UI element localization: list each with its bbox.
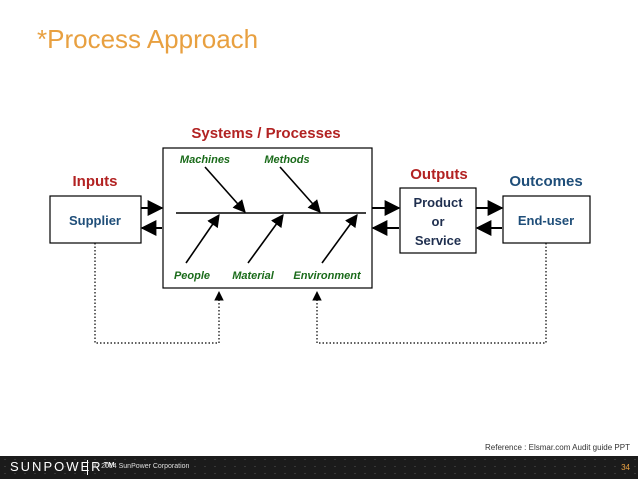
systems-processes-label: Systems / Processes (191, 125, 340, 142)
outcomes-label: Outcomes (509, 173, 582, 190)
cause-environment: Environment (293, 270, 362, 282)
bone-people (185, 213, 220, 264)
slide-title: *Process Approach (37, 24, 259, 54)
cause-material: Material (232, 270, 275, 282)
supplier-text: Supplier (69, 213, 121, 228)
reference-note: Reference : Elsmar.com Audit guide PPT (485, 443, 630, 452)
sunpower-logo: SUNPOWER™ (10, 459, 118, 474)
product-service-box (399, 187, 477, 254)
service-text: Service (415, 233, 461, 248)
page-number: 34 (621, 463, 630, 472)
footer-bar: SUNPOWER™ © 2014 SunPower Corporation 34 (0, 456, 638, 479)
supplier-box (49, 195, 142, 244)
product-text: Product (413, 195, 463, 210)
end-user-text: End-user (518, 213, 574, 228)
or-text: or (432, 214, 445, 229)
feedback-loop-right (312, 243, 547, 344)
bone-methods (279, 166, 321, 213)
cause-methods: Methods (264, 154, 309, 166)
feedback-loop-left (94, 243, 224, 344)
bone-machines (204, 166, 246, 213)
bone-material (247, 213, 284, 264)
footer-divider (87, 460, 88, 475)
inputs-label: Inputs (73, 173, 118, 190)
bone-environment (321, 213, 358, 264)
copyright-text: © 2014 SunPower Corporation (94, 463, 190, 470)
cause-machines: Machines (180, 154, 230, 166)
cause-people: People (174, 270, 210, 282)
outputs-label: Outputs (410, 166, 468, 183)
process-box (162, 147, 373, 289)
